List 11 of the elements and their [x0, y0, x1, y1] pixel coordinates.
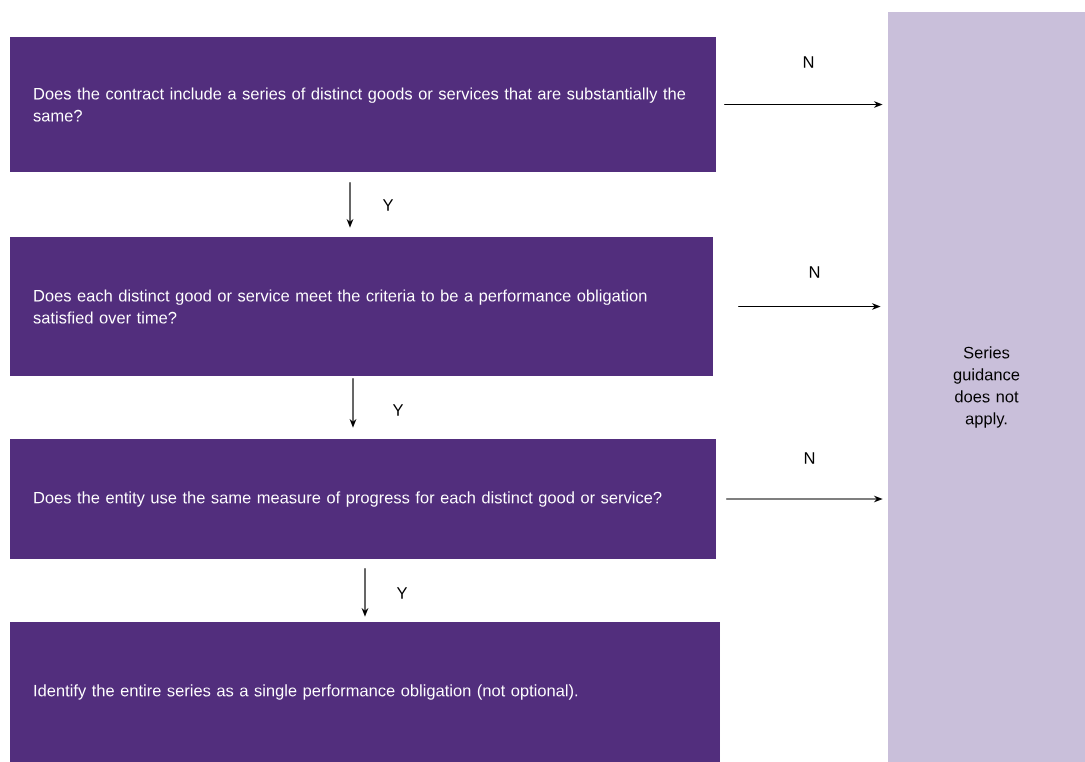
edge-label: Y — [380, 197, 396, 213]
edge-label: Y — [394, 585, 410, 601]
edge-label: Y — [390, 402, 406, 418]
edge-label: N — [806, 264, 823, 280]
edge-label: N — [800, 54, 817, 70]
question-box: Does the contract include a series of distinct goods or services that are substantially the same? — [10, 37, 716, 172]
outcome-panel: Series guidance does not apply. — [888, 12, 1085, 762]
edge-label: N — [801, 450, 818, 466]
question-box: Does the entity use the same measure of progress for each distinct good or service? — [10, 439, 716, 559]
question-box: Does each distinct good or service meet the criteria to be a performance obligation satisfied over time? — [10, 237, 713, 376]
result-box: Identify the entire series as a single performance obligation (not optional). — [10, 622, 720, 762]
